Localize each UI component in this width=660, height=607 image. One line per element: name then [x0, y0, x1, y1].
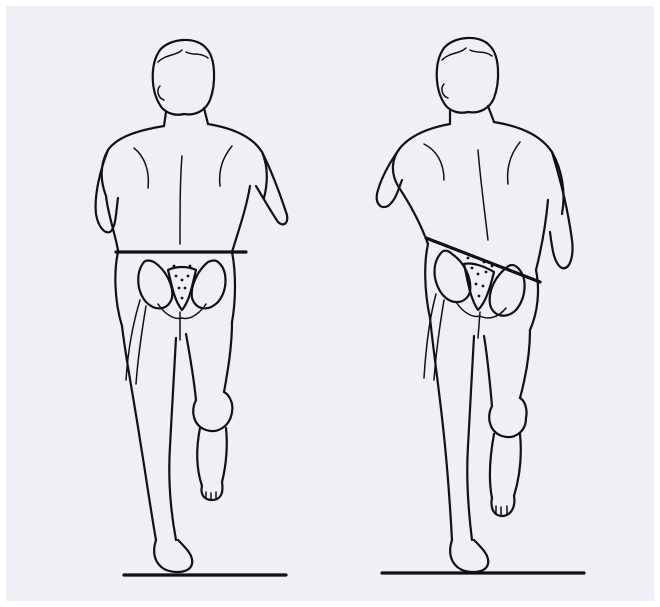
runner-right-swing-knee [489, 398, 526, 437]
runner-left-arm-left [96, 150, 118, 232]
runner-right-pubis [456, 302, 506, 318]
runner-right-arm-left [377, 148, 402, 207]
runner-left-head [153, 40, 214, 115]
runner-right-figure [377, 38, 573, 572]
runner-right-swing-foot [491, 496, 514, 516]
runner-left-scapula-right [220, 146, 232, 186]
runner-right-pelvis-ilium-left [435, 251, 471, 302]
runner-left-swing-knee [193, 392, 232, 431]
runner-left-swing-foot [201, 482, 222, 500]
runner-left-sacrum [168, 267, 196, 310]
runner-right-spine [478, 150, 488, 240]
runner-left-scapula-left [134, 148, 148, 188]
runner-left-pelvis-ilium-right [192, 261, 226, 309]
runner-right-scapula-right [508, 142, 520, 184]
runner-left-swing-calf [197, 428, 227, 486]
runner-right-swing-calf [490, 434, 521, 498]
runner-left-figure [96, 40, 288, 572]
runner-right-neck [450, 106, 494, 124]
runner-left-sacrum-dots [173, 265, 192, 300]
runner-left-stance-leg [122, 326, 176, 540]
runner-right-torso [393, 122, 564, 270]
runner-right-pelvis-tilt-line [426, 238, 540, 282]
runner-left-hair [158, 50, 208, 100]
runner-right-swing-toes [496, 506, 507, 515]
runner-right-stance-foot [450, 540, 488, 572]
runner-left-torso [102, 124, 267, 252]
runner-left-pelvis-ilium-left [138, 261, 172, 309]
runner-right-scapula-left [424, 144, 444, 180]
runner-left-hips [115, 252, 235, 326]
runner-right-swing-thigh [484, 330, 530, 406]
runner-right-hair [442, 48, 492, 98]
runner-left-arm-right [256, 152, 287, 224]
runner-left-spine [180, 156, 182, 244]
runner-left-stance-foot [154, 540, 192, 572]
runner-right-arm-right [550, 152, 573, 268]
runner-right-head [437, 38, 498, 113]
runner-left-swing-thigh [186, 322, 232, 400]
